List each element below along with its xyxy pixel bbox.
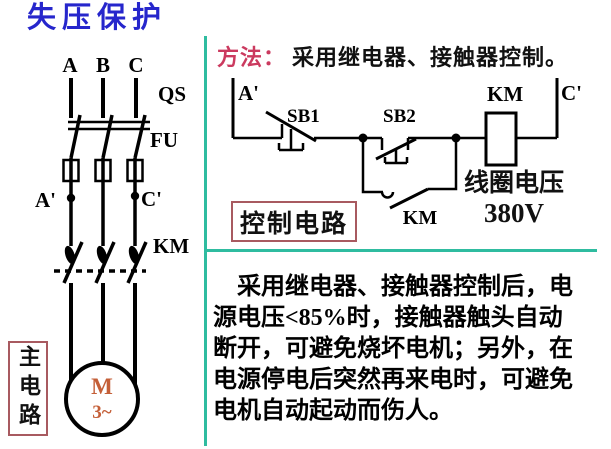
main-node-a-label: A' bbox=[35, 188, 56, 212]
description-line: 电源停电后突然再来电时，可避免 bbox=[213, 367, 573, 393]
control-circuit-caption: 控制电路 bbox=[231, 201, 357, 242]
main-circuit-caption: 主电路 bbox=[8, 341, 48, 436]
junction-dot-2 bbox=[451, 133, 461, 143]
km-holding-contact-symbol bbox=[361, 140, 458, 210]
coil-voltage-value: 380V bbox=[484, 198, 544, 228]
phase-b-label: B bbox=[96, 53, 110, 77]
main-km-label: KM bbox=[153, 234, 189, 258]
fuse-symbols bbox=[62, 158, 144, 246]
supply-lines bbox=[69, 78, 138, 118]
description-paragraph: 采用继电器、接触器控制后，电 源电压<85%时，接触器触头自动 断开，可避免烧坏… bbox=[213, 272, 599, 427]
horizontal-divider bbox=[204, 249, 597, 252]
page-title: 失压保护 bbox=[27, 0, 168, 34]
coil-voltage-text: 线圈电压 bbox=[463, 170, 564, 197]
method-text: 采用继电器、接触器控制。 bbox=[292, 45, 569, 70]
phase-a-label: A bbox=[62, 53, 78, 77]
qs-disconnect-switch-symbol bbox=[68, 114, 150, 159]
vertical-divider bbox=[204, 36, 207, 446]
method-heading: 方法：采用继电器、接触器控制。 bbox=[217, 40, 568, 72]
description-line: 电机自动起动而伤人。 bbox=[213, 398, 453, 424]
km-coil-symbol bbox=[484, 111, 518, 167]
node-c-dot bbox=[130, 191, 140, 201]
motor-feeder-lines bbox=[69, 283, 137, 385]
sb2-start-button-symbol bbox=[363, 136, 456, 165]
phase-c-label: C bbox=[128, 53, 143, 77]
description-line: 源电压<85%时，接触器触头自动 bbox=[213, 305, 563, 331]
sb1-label: SB1 bbox=[287, 106, 320, 127]
km-main-contacts-symbol bbox=[54, 241, 148, 284]
main-circuit-diagram: A B C QS bbox=[35, 53, 189, 437]
coil-voltage-note: 线圈电压 380V bbox=[455, 170, 573, 228]
node-a-dot bbox=[66, 193, 76, 203]
km-holding-label: KM bbox=[403, 207, 438, 229]
km-coil-label: KM bbox=[487, 82, 523, 106]
motor-symbol bbox=[64, 361, 140, 437]
control-circuit-diagram: A' SB1 SB2 bbox=[231, 78, 582, 229]
motor-label: M bbox=[91, 374, 113, 399]
description-line: 断开，可避免烧坏电机；另外，在 bbox=[213, 336, 573, 362]
sb2-label: SB2 bbox=[383, 106, 416, 127]
ctrl-node-a-label: A' bbox=[238, 81, 259, 105]
ctrl-node-c-label: C' bbox=[561, 81, 582, 105]
qs-label: QS bbox=[158, 82, 186, 106]
description-line: 采用继电器、接触器控制后，电 bbox=[237, 274, 573, 300]
main-node-c-label: C' bbox=[141, 187, 162, 211]
fu-label: FU bbox=[150, 128, 178, 152]
method-prefix: 方法： bbox=[217, 45, 287, 70]
motor-phase-label: 3~ bbox=[92, 402, 112, 423]
sb1-stop-button-symbol bbox=[265, 110, 317, 152]
